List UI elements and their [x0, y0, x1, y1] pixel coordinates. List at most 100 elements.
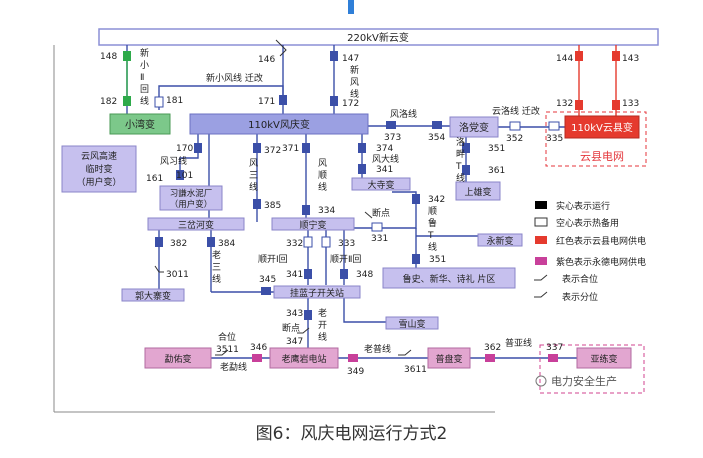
shangxiong-box [455, 181, 501, 201]
svg-text:354: 354 [428, 133, 445, 143]
svg-text:线: 线 [249, 181, 258, 193]
svg-text:顺开Ⅰ回: 顺开Ⅰ回 [258, 254, 288, 265]
shunning-bus [271, 217, 355, 231]
luodang-label: 洛党变 [459, 121, 489, 134]
svg-text:347: 347 [286, 337, 303, 347]
yongxin-label: 永新变 [486, 235, 513, 247]
svg-text:348: 348 [356, 270, 373, 280]
svg-text:风: 风 [318, 158, 327, 169]
svg-text:断点: 断点 [372, 207, 390, 219]
svg-text:373: 373 [384, 133, 401, 143]
svg-text:331: 331 [371, 234, 388, 244]
svg-text:349: 349 [347, 367, 364, 377]
svg-text:148: 148 [100, 52, 117, 62]
xueshan-label: 雪山变 [398, 318, 425, 330]
svg-text:线: 线 [350, 88, 359, 100]
svg-text:三: 三 [212, 263, 221, 273]
svg-text:表示分位: 表示分位 [562, 291, 598, 303]
xiaowan-label: 小湾变 [125, 118, 155, 131]
svg-text:335: 335 [546, 134, 563, 144]
svg-text:144: 144 [556, 54, 573, 64]
svg-text:361: 361 [488, 166, 505, 176]
svg-text:101: 101 [176, 171, 193, 181]
shunning-label: 顺宁变 [299, 219, 326, 231]
svg-text:开: 开 [318, 320, 327, 331]
svg-text:三: 三 [249, 171, 258, 181]
figure-caption: 图6：风庆电网运行方式2 [255, 424, 448, 444]
svg-text:384: 384 [218, 239, 235, 249]
yunfeng-box [61, 145, 137, 193]
svg-text:334: 334 [318, 206, 335, 216]
svg-text:合位: 合位 [218, 331, 236, 343]
yongxin-box [477, 233, 523, 247]
svg-text:新: 新 [350, 64, 359, 76]
dasi-label: 大寺变 [367, 179, 394, 191]
top-accent-mark [348, 0, 354, 14]
xueshan-box [385, 316, 439, 330]
fengqing-bus [189, 113, 369, 135]
svg-text:老勐线: 老勐线 [220, 361, 247, 373]
yongde-grid-dash [539, 344, 645, 394]
svg-text:老普线: 老普线 [364, 343, 391, 355]
puyinpan-label: 普盘变 [435, 353, 462, 365]
shangxiong-label: 上雄变 [464, 186, 491, 198]
svg-text:回: 回 [140, 84, 149, 95]
svg-text:146: 146 [258, 55, 275, 65]
switch-numbers: 148 182 181 146 171 147 172 144 143 132 … [100, 52, 639, 377]
svg-text:341: 341 [286, 270, 303, 280]
svg-text:畔: 畔 [456, 148, 465, 160]
svg-text:342: 342 [428, 195, 445, 205]
svg-text:171: 171 [258, 97, 275, 107]
xunyou-label: 勐佑变 [164, 353, 191, 365]
svg-text:351: 351 [429, 255, 446, 265]
luodang-box [449, 116, 499, 138]
fengqing-label: 110kV风庆变 [248, 118, 310, 131]
puyinpan-box [427, 347, 471, 369]
svg-text:断点: 断点 [282, 322, 300, 334]
xixiang-label-1: 习謙水泥厂 [170, 188, 213, 199]
svg-text:新: 新 [140, 47, 149, 59]
svg-text:普亚线: 普亚线 [505, 337, 532, 349]
svg-text:线: 线 [428, 241, 437, 253]
svg-text:332: 332 [286, 239, 303, 249]
svg-text:3511: 3511 [216, 345, 239, 355]
svg-text:电力安全生产: 电力安全生产 [551, 374, 617, 388]
svg-text:371: 371 [282, 144, 299, 154]
svg-text:实心表示运行: 实心表示运行 [556, 200, 610, 212]
luhe-label: 鲁史、新华、诗礼 片区 [403, 273, 496, 285]
svg-text:线: 线 [212, 273, 221, 285]
bus-220kv-xinyun [98, 28, 659, 46]
xixiang-label-2: （用户变） [170, 199, 213, 210]
xunyou-box [144, 347, 212, 369]
svg-text:小: 小 [140, 60, 149, 71]
svg-text:顺: 顺 [428, 206, 437, 217]
yunxian-label: 110kV云县变 [571, 121, 633, 134]
svg-text:红色表示云县电网供电: 红色表示云县电网供电 [556, 235, 646, 247]
guaguozi-label: 挂蓝子开关站 [290, 287, 344, 299]
svg-text:161: 161 [146, 174, 163, 184]
svg-text:337: 337 [546, 343, 563, 353]
svg-text:线: 线 [456, 172, 465, 184]
switch-glyphs [154, 39, 412, 356]
laoyingyan-label: 老鹰岩电站 [281, 353, 326, 365]
luhe-box [382, 267, 516, 289]
guoda-label: 郭大寨变 [135, 290, 171, 302]
svg-text:云洛线 迁改: 云洛线 迁改 [492, 105, 540, 117]
svg-text:362: 362 [484, 343, 501, 353]
svg-text:3611: 3611 [404, 365, 427, 375]
legend: 实心表示运行 空心表示热备用 红色表示云县电网供电 紫色表示永德电网供电 表示合… [534, 200, 646, 303]
svg-text:345: 345 [259, 275, 276, 285]
svg-text:172: 172 [342, 99, 359, 109]
laoyingyan-box [269, 347, 339, 369]
yalian-label: 亚练变 [590, 353, 617, 365]
yunfeng-label-2: 临时变 [85, 163, 112, 175]
svg-text:洛: 洛 [456, 136, 465, 148]
svg-text:风大线: 风大线 [372, 153, 399, 165]
svg-text:鲁: 鲁 [428, 217, 437, 229]
svg-text:133: 133 [622, 99, 639, 109]
svg-text:170: 170 [176, 144, 193, 154]
svg-text:351: 351 [488, 144, 505, 154]
yunfeng-label-1: 云风高速 [81, 150, 117, 162]
svg-text:372: 372 [264, 146, 281, 156]
